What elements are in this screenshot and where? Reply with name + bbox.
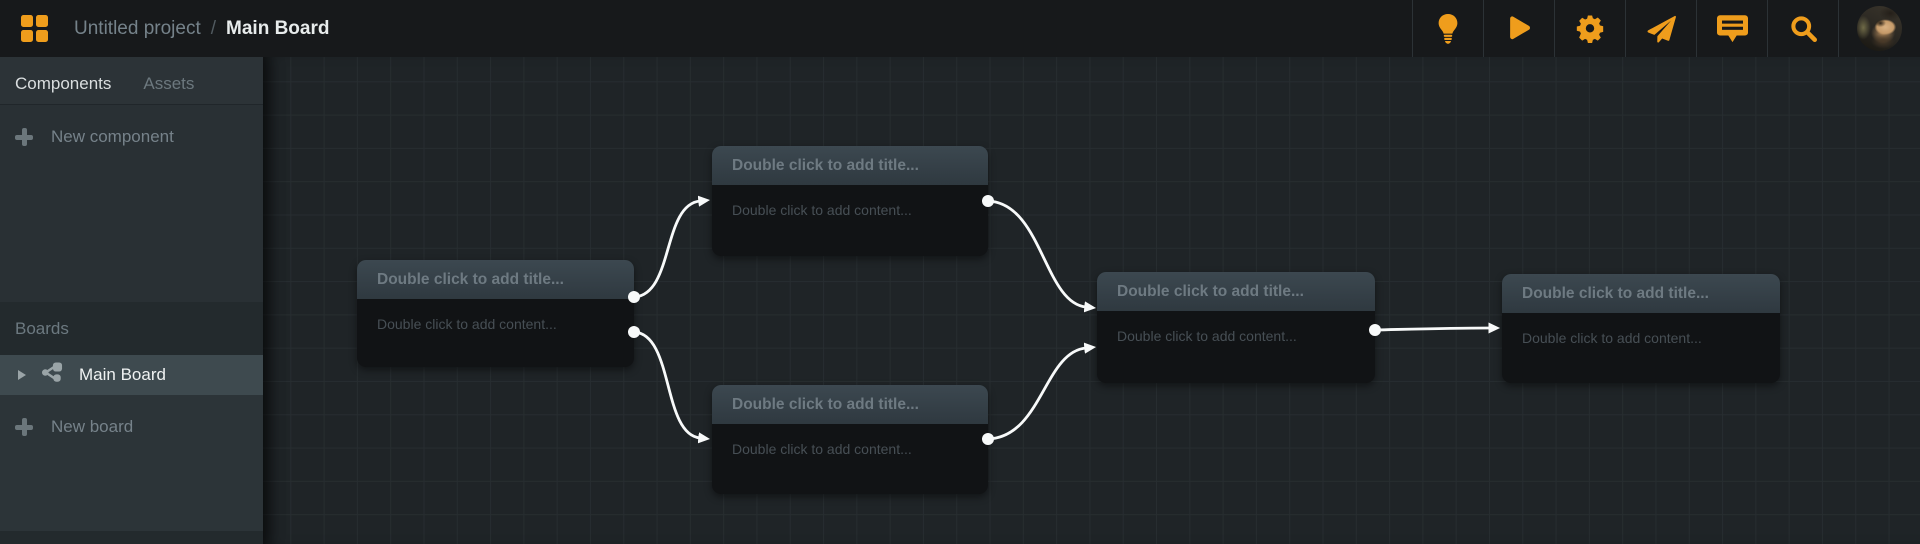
plus-icon xyxy=(15,418,33,436)
search-icon xyxy=(1790,15,1817,42)
board-name[interactable]: Main Board xyxy=(226,17,330,39)
components-panel: New component xyxy=(0,105,263,302)
node-content[interactable]: Double click to add content... xyxy=(1522,330,1702,346)
tab-assets[interactable]: Assets xyxy=(143,73,195,93)
node-3[interactable]: Double click to add title... Double clic… xyxy=(712,385,988,494)
chevron-right-icon[interactable] xyxy=(18,370,26,380)
search-button[interactable] xyxy=(1767,0,1838,57)
boards-section-header: Boards xyxy=(0,302,263,355)
boards-panel: New board xyxy=(0,395,263,544)
new-board-label: New board xyxy=(51,417,134,436)
node-content[interactable]: Double click to add content... xyxy=(732,441,912,457)
node-content[interactable]: Double click to add content... xyxy=(732,202,912,218)
board-canvas[interactable] xyxy=(263,57,1920,544)
node-title[interactable]: Double click to add title... xyxy=(1097,272,1375,311)
node-content[interactable]: Double click to add content... xyxy=(377,316,557,332)
sidebar-tabs: Components Assets xyxy=(0,57,263,105)
project-name[interactable]: Untitled project xyxy=(74,17,201,39)
comments-icon xyxy=(1716,14,1748,43)
node-title[interactable]: Double click to add title... xyxy=(712,146,988,185)
tab-components[interactable]: Components xyxy=(15,73,112,93)
boards-header-label: Boards xyxy=(15,318,69,338)
comments-button[interactable] xyxy=(1696,0,1767,57)
share-button[interactable] xyxy=(1625,0,1696,57)
gear-icon xyxy=(1576,14,1604,43)
node-5[interactable]: Double click to add title... Double clic… xyxy=(1502,274,1780,383)
node-title[interactable]: Double click to add title... xyxy=(357,260,634,299)
ideas-button[interactable] xyxy=(1412,0,1483,57)
board-icon xyxy=(40,361,63,389)
main-board-label: Main Board xyxy=(79,365,166,384)
node-title[interactable]: Double click to add title... xyxy=(1502,274,1780,313)
breadcrumb: Untitled project / Main Board xyxy=(74,18,329,40)
topbar-actions xyxy=(1412,0,1920,57)
account-menu[interactable] xyxy=(1838,0,1920,57)
new-component-label: New component xyxy=(51,127,174,146)
node-4[interactable]: Double click to add title... Double clic… xyxy=(1097,272,1375,383)
sidebar-footer xyxy=(0,531,263,544)
top-bar: Untitled project / Main Board xyxy=(0,0,1920,57)
play-icon xyxy=(1507,15,1531,42)
apps-grid-icon[interactable] xyxy=(21,15,48,42)
new-board-button[interactable]: New board xyxy=(0,407,263,447)
node-1[interactable]: Double click to add title... Double clic… xyxy=(357,260,634,367)
new-component-button[interactable]: New component xyxy=(0,117,263,157)
node-title[interactable]: Double click to add title... xyxy=(712,385,988,424)
node-2[interactable]: Double click to add title... Double clic… xyxy=(712,146,988,256)
breadcrumb-separator: / xyxy=(210,17,217,39)
sidebar: Components Assets New component Boards M… xyxy=(0,57,263,544)
plus-icon xyxy=(15,128,33,146)
sidebar-item-main-board[interactable]: Main Board xyxy=(0,355,263,395)
lightbulb-icon xyxy=(1435,13,1461,44)
paper-plane-icon xyxy=(1646,14,1676,44)
settings-button[interactable] xyxy=(1554,0,1625,57)
node-content[interactable]: Double click to add content... xyxy=(1117,328,1297,344)
play-button[interactable] xyxy=(1483,0,1554,57)
user-avatar xyxy=(1857,6,1902,51)
